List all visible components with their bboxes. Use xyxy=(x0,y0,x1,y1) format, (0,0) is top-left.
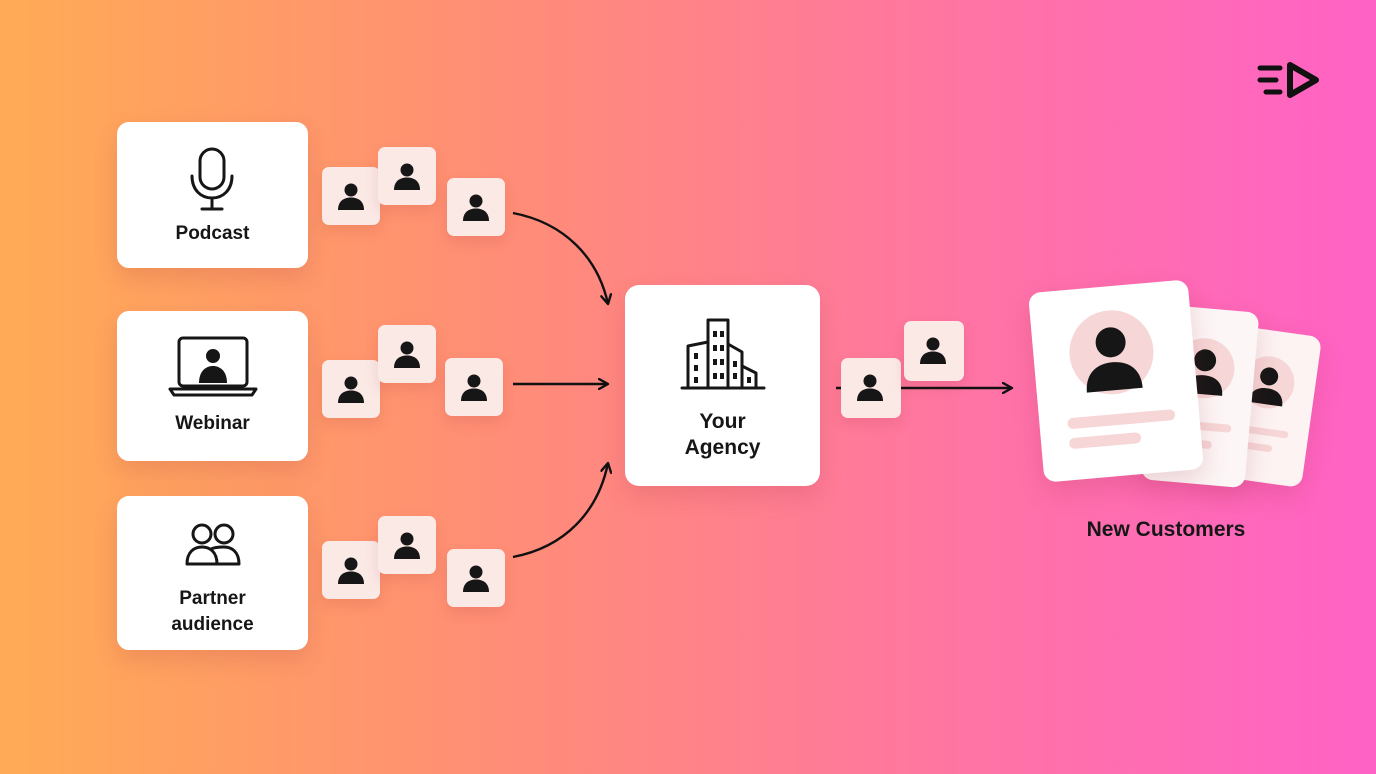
podcast-label: Podcast xyxy=(175,223,250,244)
person-icon xyxy=(338,557,364,584)
group-users-icon xyxy=(185,523,241,566)
agency-card: Your Agency xyxy=(625,285,820,486)
partner-audience-label: Partner audience xyxy=(171,588,254,635)
webinar-label: Webinar xyxy=(175,413,250,434)
arrow-partner-to-agency xyxy=(512,463,608,559)
microphone-icon xyxy=(190,147,234,211)
lead-person-tile xyxy=(378,147,436,205)
podcast-source-card: Podcast xyxy=(117,122,308,268)
person-icon xyxy=(338,376,364,403)
lead-person-tile xyxy=(447,178,505,236)
person-icon xyxy=(463,194,489,221)
converted-lead-tile xyxy=(841,358,901,418)
arrow-podcast-to-agency xyxy=(512,211,608,304)
laptop-user-icon xyxy=(168,336,258,397)
person-icon xyxy=(394,532,420,559)
person-icon xyxy=(920,337,946,364)
customer-profile-icon xyxy=(1067,310,1176,449)
lead-person-tile xyxy=(378,516,436,574)
person-icon xyxy=(461,374,487,401)
converted-lead-tile xyxy=(904,321,964,381)
new-customers-label: New Customers xyxy=(1086,518,1246,541)
office-building-icon xyxy=(680,318,766,390)
person-icon xyxy=(463,565,489,592)
partner-audience-source-card: Partner audience xyxy=(117,496,308,650)
lead-person-tile xyxy=(322,541,380,599)
lead-person-tile xyxy=(447,549,505,607)
lead-person-tile xyxy=(322,167,380,225)
customer-profile-card-front xyxy=(1028,279,1204,483)
lead-person-tile xyxy=(378,325,436,383)
person-icon xyxy=(394,341,420,368)
agency-label-line1: Your xyxy=(699,410,746,433)
person-icon xyxy=(338,183,364,210)
webinar-source-card: Webinar xyxy=(117,311,308,461)
lead-person-tile xyxy=(445,358,503,416)
person-icon xyxy=(394,163,420,190)
agency-label-line2: Agency xyxy=(684,436,761,459)
brand-logo-icon xyxy=(1257,62,1319,98)
person-icon xyxy=(857,374,883,401)
lead-person-tile xyxy=(322,360,380,418)
